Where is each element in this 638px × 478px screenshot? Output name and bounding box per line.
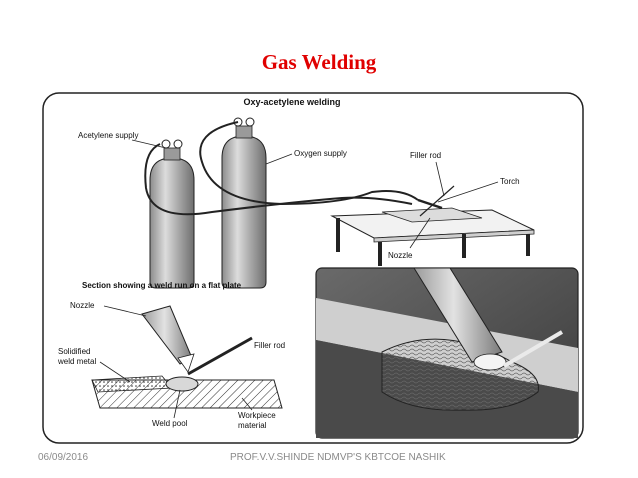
solidified-label-line2: weld metal (57, 357, 96, 366)
section-heading: Section showing a weld run on a flat pla… (82, 281, 242, 290)
oxygen-cylinder (221, 117, 267, 289)
oxy-acetylene-figure: Oxy-acetylene welding Acetylene supply O… (42, 92, 584, 444)
section-nozzle-leader (103, 305, 147, 317)
acetylene-supply-label: Acetylene supply (78, 131, 138, 140)
oxygen-hose (199, 121, 419, 206)
nozzle-leader (409, 217, 431, 249)
diagram-heading: Oxy-acetylene welding (243, 97, 340, 107)
workpiece-label-line2: material (238, 421, 267, 430)
slide-title: Gas Welding (261, 50, 377, 74)
solidified-leader (99, 361, 131, 383)
torch-body (417, 198, 443, 210)
weld-pool-leader (173, 389, 181, 419)
section-filler-rod-label: Filler rod (254, 341, 285, 350)
workpiece-label-line1: Workpiece (238, 411, 276, 420)
weld-pool-label: Weld pool (152, 419, 188, 428)
nozzle-label: Nozzle (388, 251, 413, 260)
acetylene-leader (131, 139, 167, 149)
acetylene-cylinder (149, 139, 195, 289)
solidified-label-line1: Solidified (58, 347, 90, 356)
footer-date: 06/09/2016 (38, 452, 89, 463)
table-filler-rod (419, 185, 455, 217)
section-nozzle-label: Nozzle (70, 301, 95, 310)
filler-rod-leader (435, 161, 445, 197)
workpiece-leader (241, 397, 253, 411)
torch-leader (437, 181, 499, 203)
closeup-panel (315, 267, 579, 439)
filler-rod-label: Filler rod (410, 151, 441, 160)
torch-label: Torch (500, 177, 520, 186)
oxygen-leader (265, 153, 293, 165)
footer-author: PROF.V.V.SHINDE NDMVP'S KBTCOE NASHIK (230, 452, 446, 463)
section-drawing (91, 305, 283, 409)
oxygen-supply-label: Oxygen supply (294, 149, 347, 158)
welding-table (330, 207, 535, 266)
